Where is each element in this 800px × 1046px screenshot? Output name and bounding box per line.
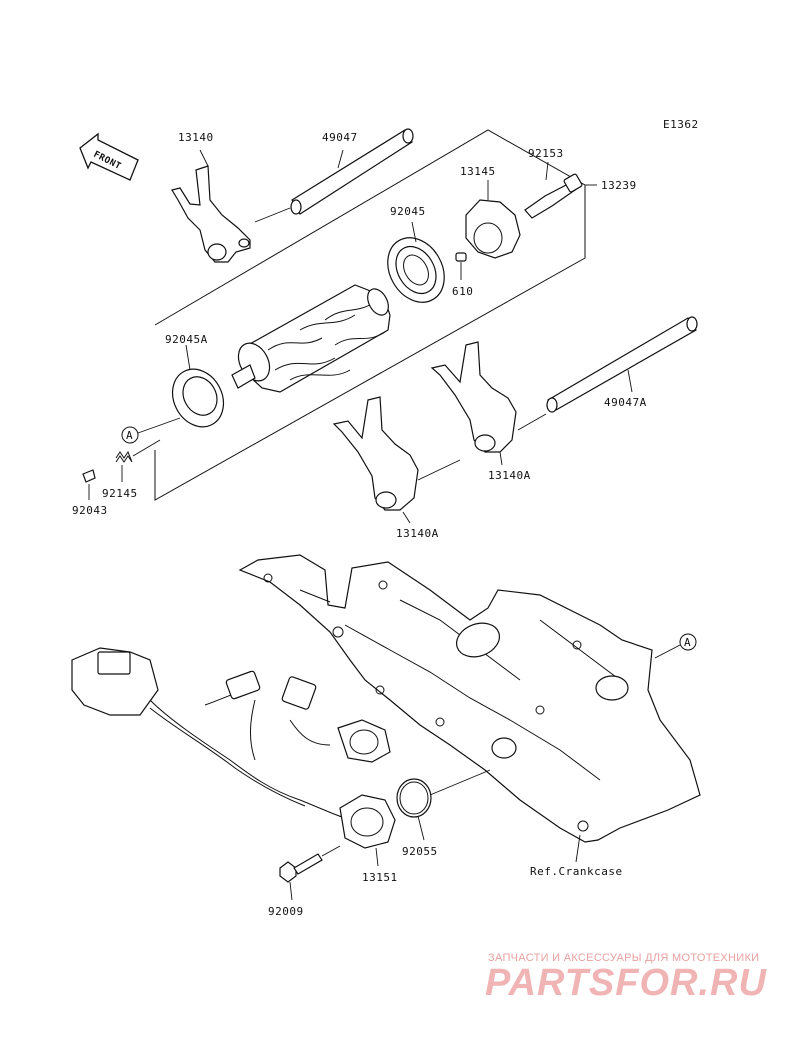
gear-position-sensor-13151 bbox=[339, 794, 396, 867]
shift-drum bbox=[231, 284, 391, 393]
watermark-brand: PARTSFOR.RU bbox=[485, 962, 767, 1004]
o-ring-92055 bbox=[396, 769, 491, 841]
pin-92043 bbox=[82, 469, 96, 500]
shaft-49047 bbox=[254, 128, 414, 223]
ref-mark-a-left-label: A bbox=[126, 429, 133, 442]
callout-92145: 92145 bbox=[102, 487, 138, 500]
crankcase bbox=[238, 554, 701, 863]
callout-92045A: 92045A bbox=[165, 333, 208, 346]
watermark-tagline: ЗАПЧАСТИ И АКСЕССУАРЫ ДЛЯ МОТОТЕХНИКИ bbox=[488, 952, 760, 964]
callout-92045: 92045 bbox=[390, 205, 426, 218]
spring-92145 bbox=[115, 439, 161, 482]
shift-fork-13140A-middle bbox=[332, 396, 461, 524]
callout-610: 610 bbox=[452, 285, 473, 298]
callout-92009: 92009 bbox=[268, 905, 304, 918]
ref-mark-a-right-label: A bbox=[684, 636, 691, 649]
bolt-92009 bbox=[279, 845, 341, 901]
bearing-92045 bbox=[387, 221, 445, 303]
ref-mark-a-left: A bbox=[121, 417, 181, 444]
shaft-49047A bbox=[546, 316, 698, 413]
wiring-harness bbox=[71, 647, 391, 819]
callout-92055: 92055 bbox=[402, 845, 438, 858]
callout-92043: 92043 bbox=[72, 504, 108, 517]
callout-13140A-right: 13140A bbox=[488, 469, 531, 482]
callout-13151: 13151 bbox=[362, 871, 398, 884]
bearing-92045A bbox=[171, 344, 225, 428]
pin-610 bbox=[455, 252, 467, 280]
callout-13145: 13145 bbox=[460, 165, 496, 178]
callout-13140A-middle: 13140A bbox=[396, 527, 439, 540]
shift-fork-13140 bbox=[171, 149, 251, 263]
bolt-92153 bbox=[524, 161, 583, 219]
ref-mark-a-right: A bbox=[654, 633, 697, 659]
cam-plate-13145 bbox=[465, 180, 521, 259]
callout-92153: 92153 bbox=[528, 147, 564, 160]
callout-49047: 49047 bbox=[322, 131, 358, 144]
callout-49047A: 49047A bbox=[604, 396, 647, 409]
front-arrow-icon: FRONT bbox=[79, 132, 139, 181]
drum-assembly-bracket bbox=[154, 129, 597, 501]
shift-fork-13140A-right bbox=[430, 341, 547, 466]
callout-ref-crankcase: Ref.Crankcase bbox=[530, 865, 623, 878]
callout-13140: 13140 bbox=[178, 131, 214, 144]
callout-13239: 13239 bbox=[601, 179, 637, 192]
diagram-code: E1362 bbox=[663, 118, 699, 131]
